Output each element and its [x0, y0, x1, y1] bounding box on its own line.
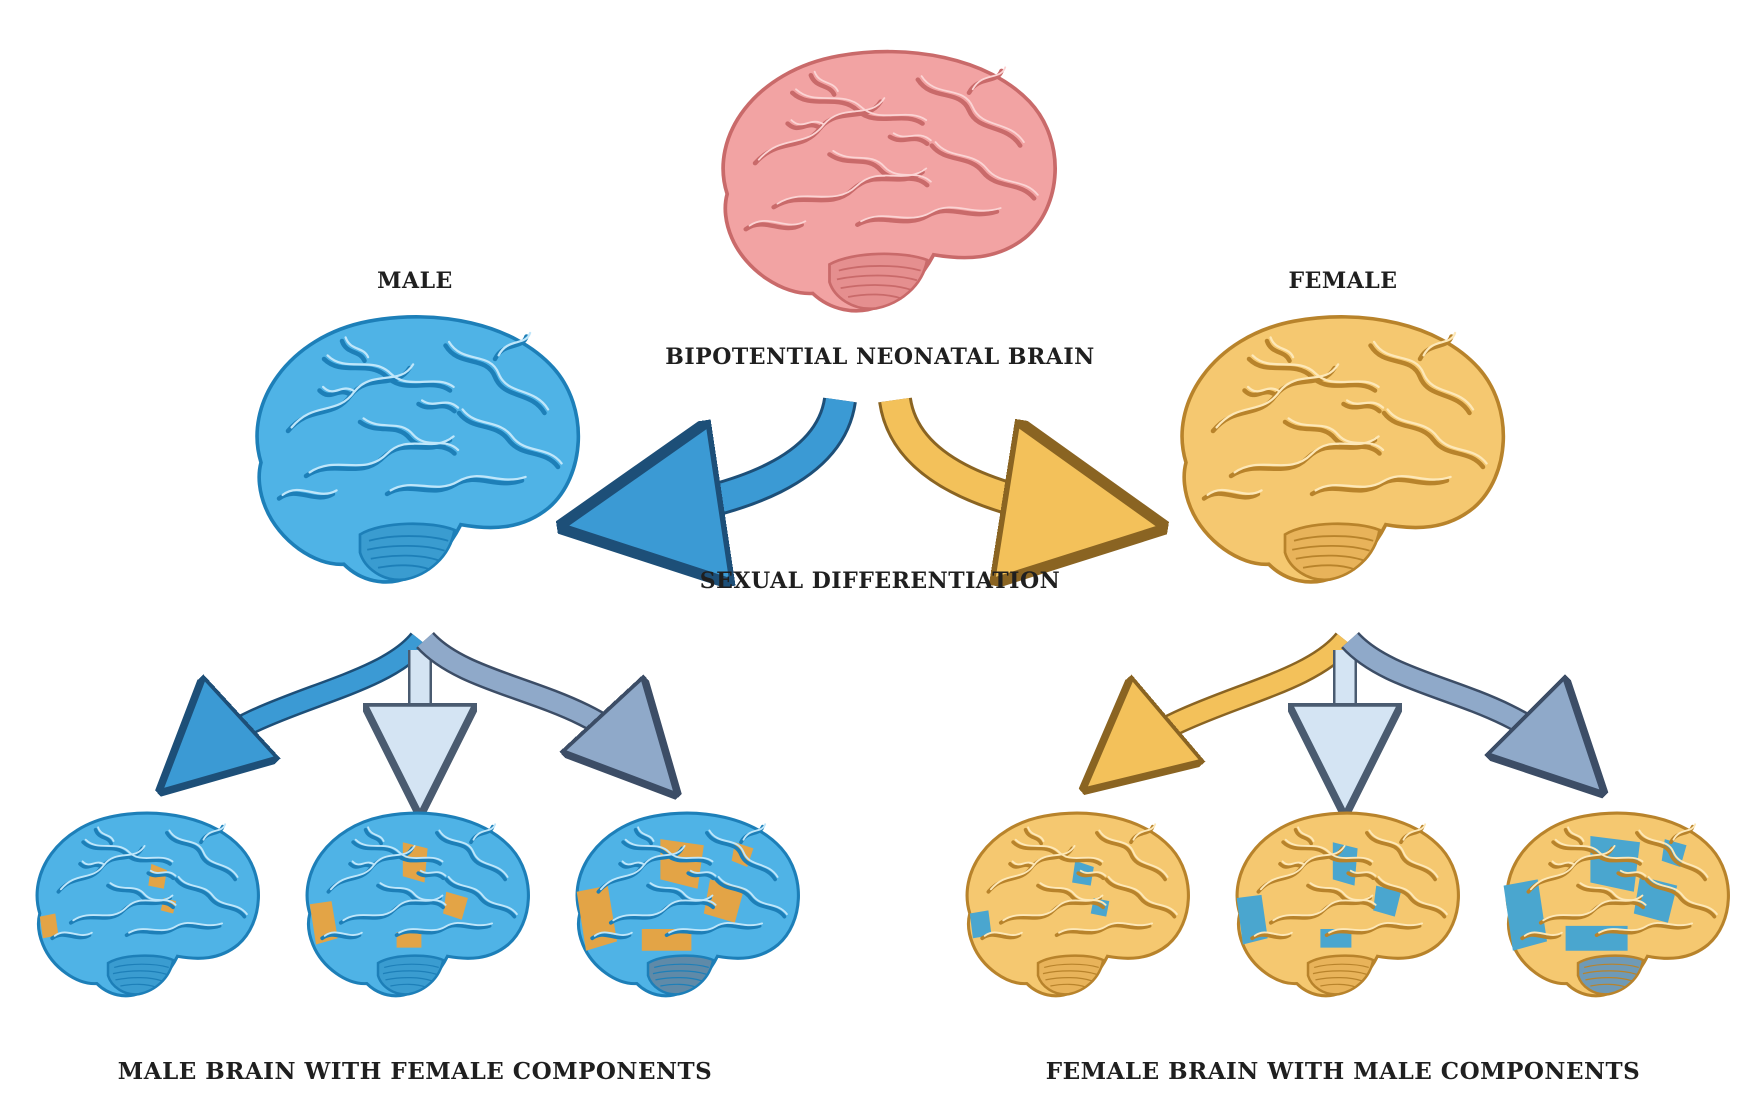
sexual-differentiation-label: SEXUAL DIFFERENTIATION	[700, 568, 1060, 594]
female-variant-brain-3	[1504, 813, 1729, 996]
female-brain-caption: FEMALE BRAIN WITH MALE COMPONENTS	[1046, 1058, 1640, 1085]
male-variant-brain-1	[37, 813, 258, 996]
female-label: FEMALE	[1288, 268, 1397, 294]
neonatal-brain	[723, 52, 1055, 311]
male-branch-arrows	[200, 640, 640, 760]
female-variant-brain-2	[1237, 813, 1459, 996]
male-brain	[257, 317, 578, 582]
male-label: MALE	[377, 268, 453, 294]
neonatal-brain-label: BIPOTENTIAL NEONATAL BRAIN	[665, 344, 1094, 370]
female-branch-arrows	[1125, 640, 1565, 760]
male-variant-brain-2	[307, 813, 528, 996]
male-brain-caption: MALE BRAIN WITH FEMALE COMPONENTS	[118, 1058, 712, 1085]
female-brain	[1182, 317, 1503, 582]
female-variant-brain-1	[967, 813, 1188, 996]
male-variant-brain-3	[577, 813, 799, 996]
